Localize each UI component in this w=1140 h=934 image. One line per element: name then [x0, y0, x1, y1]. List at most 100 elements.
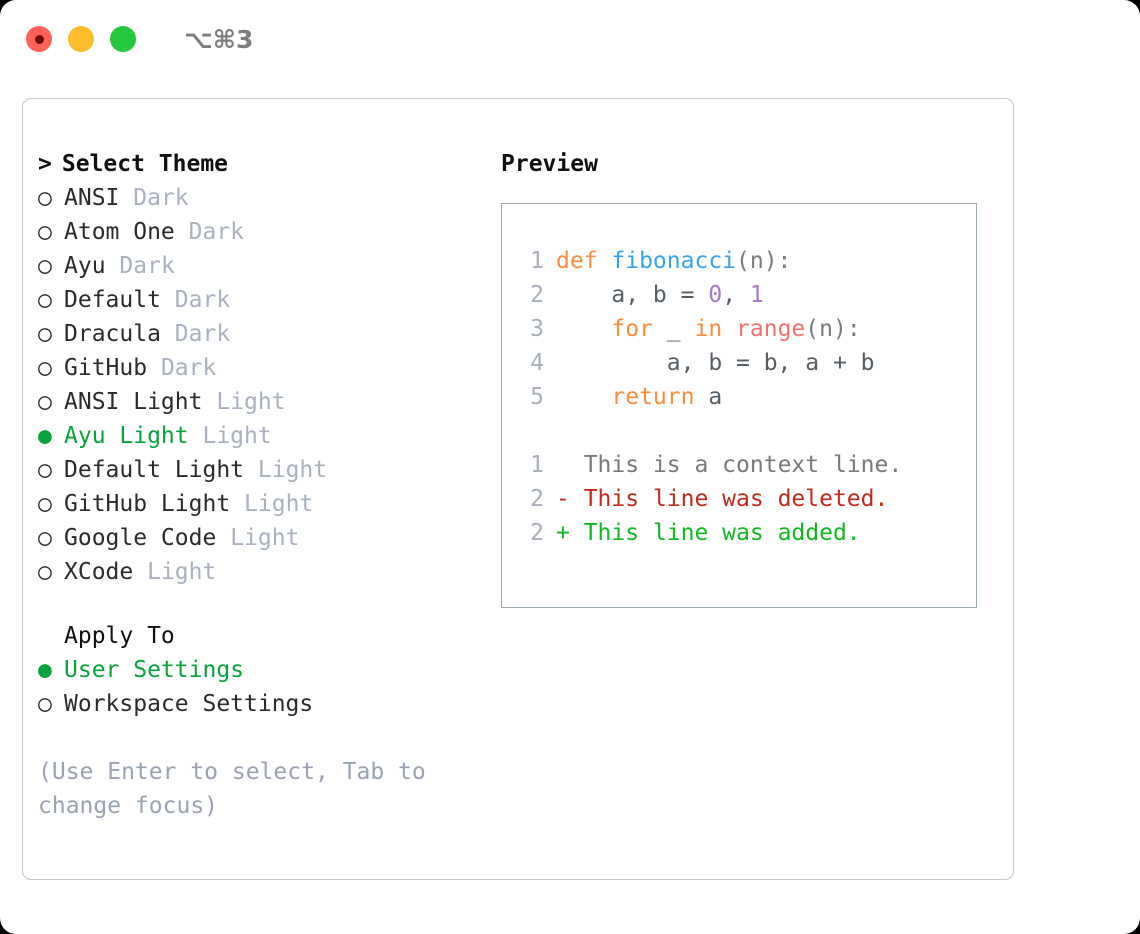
code-token-kw: return	[556, 384, 709, 410]
radio-unselected-icon: ○	[38, 219, 52, 245]
theme-options-list: ○ANSI Dark○Atom One Dark○Ayu Dark○Defaul…	[38, 181, 498, 589]
code-token-kw: in	[694, 316, 737, 342]
code-token-pl: ,	[722, 282, 750, 308]
code-line-content: a, b = b, a + b	[556, 346, 875, 380]
vertical-spacer	[38, 721, 498, 755]
label-badge-separator	[175, 215, 189, 249]
theme-option-github[interactable]: ○ GitHub Dark	[38, 351, 498, 385]
theme-variant-badge: Dark	[119, 253, 175, 279]
theme-variant-badge: Light	[147, 559, 217, 585]
theme-option-dracula[interactable]: ○Dracula Dark	[38, 317, 498, 351]
theme-option-xcode[interactable]: ○ XCode Light	[38, 555, 498, 589]
radio-unselected-icon: ○	[38, 457, 52, 483]
theme-option-ayu-light[interactable]: ● Ayu Light Light	[38, 419, 498, 453]
diff-text: This line was deleted.	[569, 486, 889, 512]
apply-to-title: Apply To	[64, 623, 175, 649]
select-theme-header: > Select Theme	[38, 147, 498, 181]
code-line-content: def fibonacci(n):	[556, 244, 791, 278]
radio-unselected-icon: ○	[38, 355, 52, 381]
theme-option-label: Atom One	[64, 219, 175, 245]
code-line-number: 3	[530, 316, 544, 342]
theme-option-default-light[interactable]: ○ Default Light Light	[38, 453, 498, 487]
code-token-fn: fibonacci	[611, 248, 737, 274]
code-line-number: 1	[530, 248, 544, 274]
diff-text: This is a context line.	[569, 452, 903, 478]
theme-option-atom-one[interactable]: ○ Atom One Dark	[38, 215, 498, 249]
label-badge-separator	[119, 181, 133, 215]
code-token-punc: (n):	[805, 316, 861, 342]
theme-option-github-light[interactable]: ○ GitHub Light Light	[38, 487, 498, 521]
recording-indicator-icon	[34, 34, 44, 44]
theme-option-label: ANSI Light	[64, 389, 203, 415]
theme-option-ansi[interactable]: ○ANSI Dark	[38, 181, 498, 215]
theme-variant-badge: Light	[244, 491, 314, 517]
apply-to-option-label: User Settings	[64, 657, 245, 683]
theme-variant-badge: Dark	[174, 321, 231, 347]
label-badge-separator	[161, 283, 175, 317]
keyboard-hint-text: (Use Enter to select, Tab to change focu…	[38, 759, 440, 819]
close-window-button[interactable]	[26, 26, 52, 52]
radio-unselected-icon: ○	[38, 491, 52, 517]
radio-unselected-icon: ○	[38, 691, 52, 717]
apply-to-option-workspace-settings[interactable]: ○Workspace Settings	[38, 687, 498, 721]
code-token-pl: a, b = b, a + b	[556, 350, 875, 376]
code-gap	[516, 414, 976, 448]
theme-option-label: GitHub Light	[64, 491, 231, 517]
label-badge-separator	[133, 555, 147, 589]
theme-selector-card: > Select Theme ○ANSI Dark○Atom One Dark○…	[22, 98, 1014, 880]
theme-option-label: Ayu	[64, 253, 106, 279]
theme-option-label: XCode	[64, 559, 134, 585]
theme-variant-badge: Dark	[160, 355, 217, 381]
maximize-window-button[interactable]	[110, 26, 136, 52]
label-badge-separator	[244, 453, 258, 487]
code-line: 1 def fibonacci(n):	[516, 244, 976, 278]
preview-title: Preview	[501, 151, 598, 177]
diff-sign	[556, 448, 570, 482]
diff-text: This line was added.	[569, 520, 861, 546]
prompt-caret-icon: >	[38, 151, 52, 177]
code-line-number: 5	[530, 384, 544, 410]
radio-selected-icon: ●	[38, 423, 52, 449]
code-token-punc: (n):	[736, 248, 792, 274]
diff-sign: -	[556, 486, 570, 512]
label-badge-separator	[161, 317, 175, 351]
theme-variant-badge: Light	[202, 423, 272, 449]
code-line: 4 a, b = b, a + b	[516, 346, 976, 380]
code-token-pl: a, b =	[556, 282, 709, 308]
theme-variant-badge: Light	[230, 525, 300, 551]
label-badge-separator	[106, 249, 120, 283]
label-badge-separator	[147, 351, 161, 385]
code-token-pl: a	[708, 384, 723, 410]
diff-line-add: 2+ This line was added.	[516, 516, 976, 550]
keyboard-shortcut-label: ⌥⌘3	[184, 24, 254, 54]
theme-option-default[interactable]: ○Default Dark	[38, 283, 498, 317]
theme-option-label: Ayu Light	[64, 423, 189, 449]
code-token-kw: def	[556, 248, 612, 274]
code-line-number: 2	[530, 282, 544, 308]
theme-variant-badge: Light	[216, 389, 286, 415]
theme-variant-badge: Light	[257, 457, 328, 483]
code-line-content: a, b = 0, 1	[556, 278, 763, 312]
theme-option-ayu[interactable]: ○ Ayu Dark	[38, 249, 498, 283]
label-badge-separator	[216, 521, 230, 555]
theme-option-google-code[interactable]: ○ Google Code Light	[38, 521, 498, 555]
code-line: 2 a, b = 0, 1	[516, 278, 976, 312]
theme-option-label: GitHub	[64, 355, 148, 381]
radio-unselected-icon: ○	[38, 287, 52, 313]
radio-unselected-icon: ○	[38, 525, 52, 551]
label-badge-separator	[230, 487, 244, 521]
diff-line-del: 2- This line was deleted.	[516, 482, 976, 516]
theme-option-label: Default Light	[64, 457, 245, 483]
theme-variant-badge: Dark	[188, 219, 245, 245]
radio-unselected-icon: ○	[38, 253, 52, 279]
code-token-pl: _	[666, 316, 695, 342]
minimize-window-button[interactable]	[68, 26, 94, 52]
radio-unselected-icon: ○	[38, 559, 52, 585]
apply-to-option-user-settings[interactable]: ●User Settings	[38, 653, 498, 687]
theme-option-label: Google Code	[64, 525, 217, 551]
theme-option-ansi-light[interactable]: ○ANSI Light Light	[38, 385, 498, 419]
diff-sample: 1 This is a context line.2- This line wa…	[516, 448, 976, 550]
